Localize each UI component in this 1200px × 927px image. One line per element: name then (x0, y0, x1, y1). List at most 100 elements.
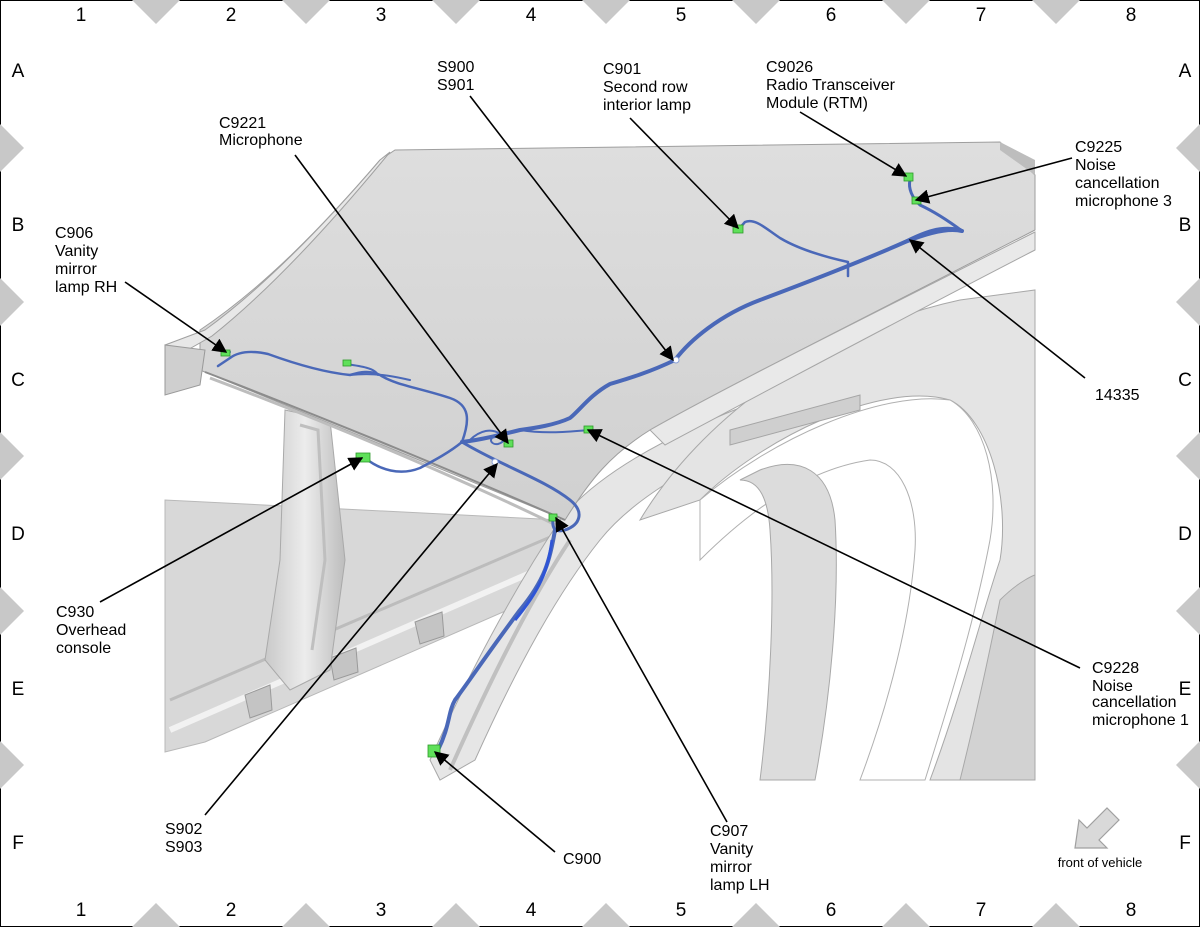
callout-c900: C900 (563, 851, 601, 868)
col-label: 6 (826, 5, 837, 26)
label-line: C900 (563, 851, 601, 868)
label-line: C9228 (1092, 660, 1139, 677)
row-label: E (1179, 679, 1192, 700)
label-line: C9221 (219, 115, 266, 132)
label-line: C901 (603, 61, 641, 78)
col-label: 2 (226, 5, 237, 26)
label-line: Noise (1092, 678, 1133, 695)
front-arrow-icon (1074, 807, 1120, 849)
col-label: 1 (76, 5, 87, 26)
label-line: S900 (437, 59, 474, 76)
label-line: microphone 1 (1092, 712, 1189, 729)
row-label: A (12, 61, 25, 82)
b-pillar (264, 409, 346, 691)
grid-marker-top (1032, 0, 1080, 24)
grid-marker-bottom (1032, 903, 1080, 927)
grid-marker-top (132, 0, 180, 24)
col-label: 7 (976, 5, 987, 26)
grid-marker-top (732, 0, 780, 24)
connector-aux (342, 359, 352, 367)
col-label: 4 (526, 5, 537, 26)
col-label: 3 (376, 900, 387, 921)
grid-marker-bottom (882, 903, 930, 927)
grid-marker-top (582, 0, 630, 24)
front-of-vehicle-label: front of vehicle (1058, 855, 1143, 870)
label-line: interior lamp (603, 97, 691, 114)
row-label: F (12, 833, 24, 854)
label-line: console (56, 640, 111, 657)
callout-c930: C930 Overhead console (56, 604, 126, 657)
splice-s900 (672, 356, 680, 364)
col-label: 4 (526, 900, 537, 921)
vehicle-body-illustration (164, 141, 1036, 781)
connector-c907 (548, 513, 558, 522)
label-line: cancellation (1092, 694, 1177, 711)
grid-marker-bottom (132, 903, 180, 927)
grid-marker-left (0, 124, 24, 172)
row-label: B (1179, 215, 1192, 236)
label-line: C9026 (766, 59, 813, 76)
label-line: S903 (165, 839, 202, 856)
row-label: E (12, 679, 25, 700)
label-line: microphone 3 (1075, 193, 1172, 210)
label-line: Module (RTM) (766, 95, 868, 112)
col-label: 8 (1126, 5, 1137, 26)
connector-c9221 (503, 439, 514, 448)
col-label: 6 (826, 900, 837, 921)
grid-marker-bottom (282, 903, 330, 927)
row-label: C (1178, 370, 1192, 391)
grid-marker-left (0, 278, 24, 326)
label-line: S901 (437, 77, 474, 94)
grid-marker-bottom (432, 903, 480, 927)
label-line: C9225 (1075, 139, 1122, 156)
grid-marker-left (0, 741, 24, 789)
col-label: 5 (676, 5, 687, 26)
callout-c906: C906 Vanity mirror lamp RH (55, 225, 117, 296)
label-line: mirror (55, 261, 97, 278)
row-label: D (1178, 524, 1192, 545)
col-label: 2 (226, 900, 237, 921)
row-label: B (12, 215, 25, 236)
row-label: D (11, 524, 25, 545)
harness-left-branch (216, 350, 469, 444)
grid-marker-bottom (732, 903, 780, 927)
main-trunk (460, 226, 962, 444)
column-labels-top: 1 2 3 4 5 6 7 8 (76, 5, 1137, 26)
callout-14335: 14335 (1095, 387, 1140, 404)
grid-marker-left (0, 432, 24, 480)
col-label: 5 (676, 900, 687, 921)
callout-c9026: C9026 Radio Transceiver Module (RTM) (766, 59, 896, 112)
grid-marker-right (1176, 432, 1200, 480)
front-of-vehicle-indicator: front of vehicle (1058, 807, 1143, 870)
label-line: lamp RH (55, 279, 117, 296)
label-line: Noise (1075, 157, 1116, 174)
label-line: Overhead (56, 622, 126, 639)
label-line: C930 (56, 604, 94, 621)
callout-s900: S900 S901 (437, 59, 474, 94)
grid-marker-left (0, 587, 24, 635)
grid-marker-right (1176, 278, 1200, 326)
col-label: 1 (76, 900, 87, 921)
callout-c9225: C9225 Noise cancellation microphone 3 (1075, 139, 1172, 210)
label-line: Radio Transceiver (766, 77, 896, 94)
connector-c901 (732, 224, 744, 234)
row-labels-left: A B C D E F (11, 61, 25, 854)
col-label: 3 (376, 5, 387, 26)
connector-c9026 (903, 172, 914, 182)
label-line: Vanity (710, 841, 753, 858)
callout-s902: S902 S903 (165, 821, 202, 856)
label-line: cancellation (1075, 175, 1160, 192)
row-label: C (11, 370, 25, 391)
row-labels-right: A B C D E F (1178, 61, 1192, 854)
callout-c9221: C9221 Microphone (219, 115, 303, 149)
label-line: C906 (55, 225, 93, 242)
grid-marker-top (432, 0, 480, 24)
leader-lines (99, 95, 1086, 853)
grid-marker-right (1176, 124, 1200, 172)
col-label: 7 (976, 900, 987, 921)
grid-marker-top (282, 0, 330, 24)
row-label: F (1179, 833, 1191, 854)
callout-c907: C907 Vanity mirror lamp LH (710, 823, 770, 894)
